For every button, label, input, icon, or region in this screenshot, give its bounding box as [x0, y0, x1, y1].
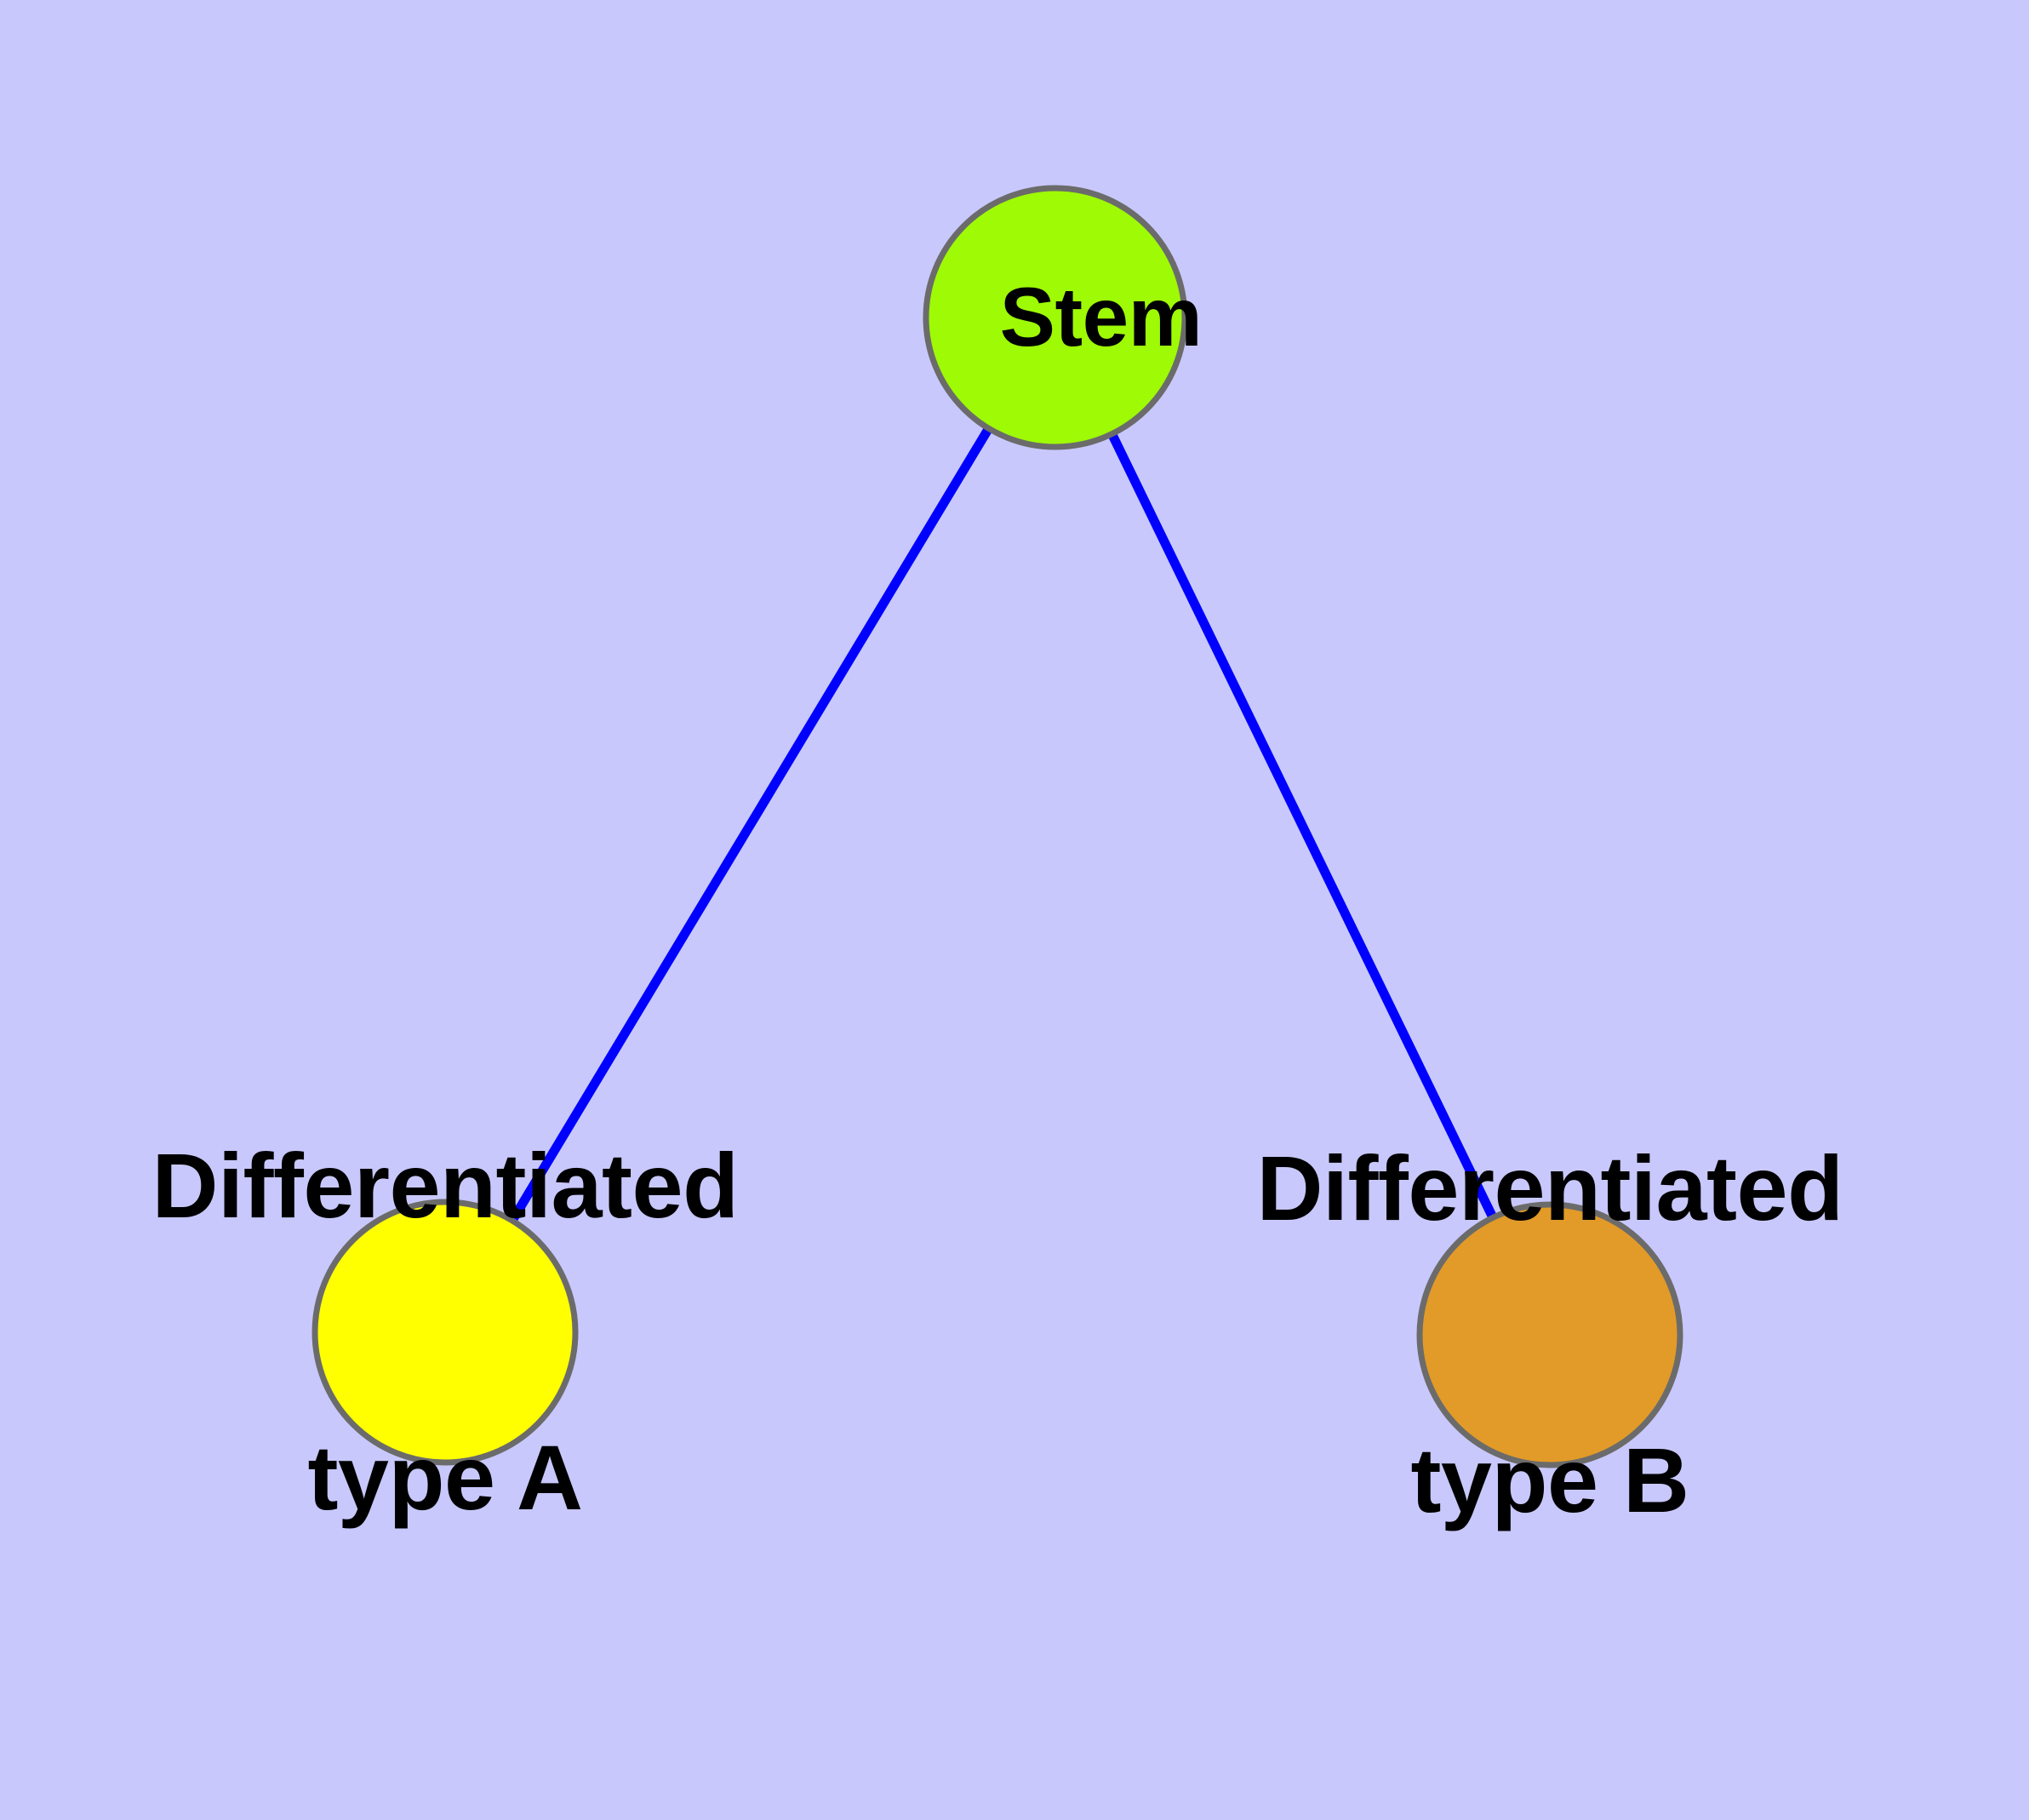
- node-layer: [311, 185, 1683, 1468]
- edge-stem-to-differentiated-type-b[interactable]: [1051, 315, 1554, 1337]
- node-stem[interactable]: [923, 185, 1188, 450]
- edge-stem-to-differentiated-type-a[interactable]: [441, 315, 1060, 1335]
- node-differentiated-type-a[interactable]: [311, 1199, 579, 1466]
- edge-layer: [441, 315, 1554, 1337]
- node-differentiated-type-b[interactable]: [1416, 1201, 1683, 1468]
